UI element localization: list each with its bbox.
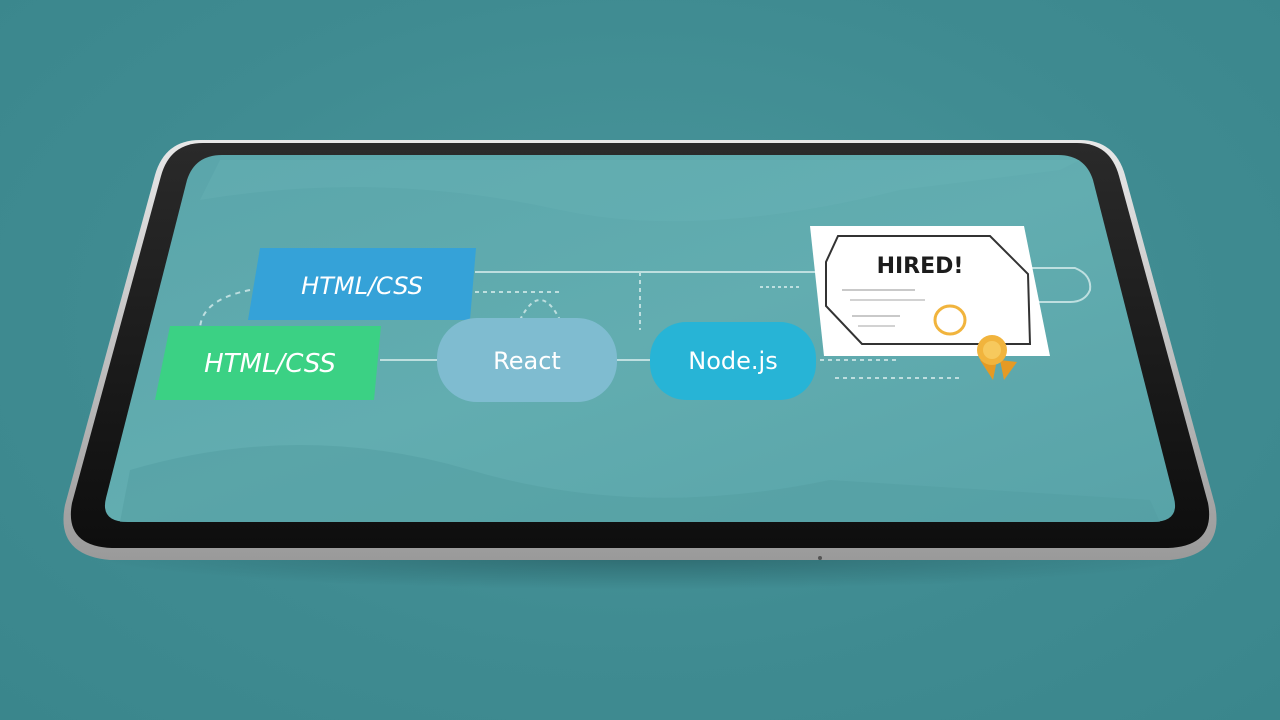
certificate: HIRED! bbox=[810, 226, 1050, 356]
tablet-sensor-dot bbox=[818, 556, 822, 560]
screen-wave-2 bbox=[200, 160, 1080, 222]
screen-wave-1 bbox=[120, 445, 1160, 522]
chip-nodejs: Node.js bbox=[650, 322, 816, 400]
chip-react-label: React bbox=[493, 347, 561, 375]
seal-icon bbox=[933, 304, 967, 336]
award-ribbon-icon bbox=[977, 335, 1017, 380]
certificate-title: HIRED! bbox=[877, 254, 964, 279]
connector-lines bbox=[199, 267, 1092, 379]
chip-react: React bbox=[437, 318, 617, 402]
chip-html-css-top-label: HTML/CSS bbox=[301, 272, 423, 300]
chip-html-css-bottom-label: HTML/CSS bbox=[204, 349, 336, 379]
chip-html-css-bottom: HTML/CSS bbox=[155, 326, 381, 400]
chip-nodejs-label: Node.js bbox=[688, 347, 777, 375]
chip-html-css-top: HTML/CSS bbox=[248, 248, 476, 320]
